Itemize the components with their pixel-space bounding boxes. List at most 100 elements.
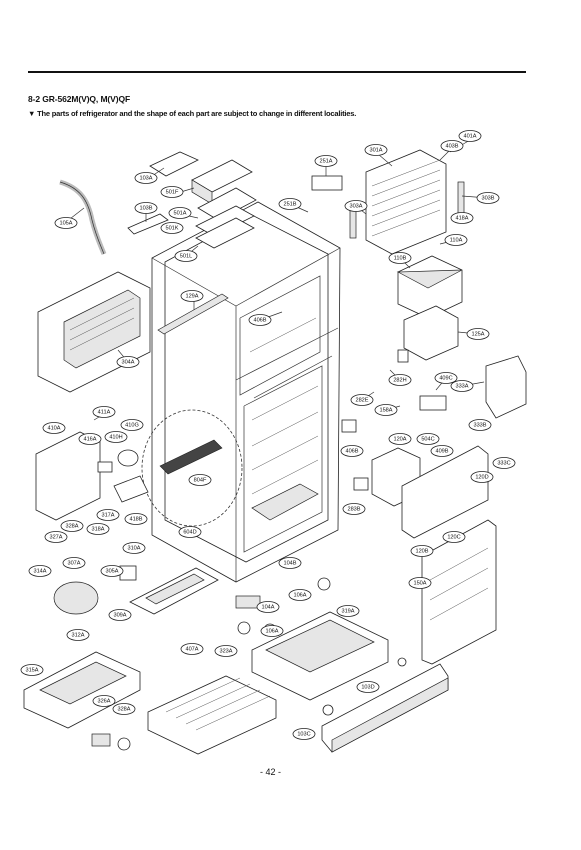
part-label: 309A: [108, 609, 132, 621]
part-label-text: 318A: [91, 526, 104, 532]
part-label: 282E: [350, 394, 374, 406]
part-label-text: 319A: [341, 608, 354, 614]
part-label-text: 406B: [345, 448, 358, 454]
part-label: 410H: [104, 431, 128, 443]
part-label: 312A: [66, 629, 90, 641]
part-label-text: 804F: [194, 477, 207, 483]
detail-circle: [141, 409, 243, 527]
part-label: 251A: [314, 155, 338, 167]
front-panel: [321, 663, 449, 753]
part-label: 401A: [458, 130, 482, 142]
part-label-text: 333B: [473, 422, 486, 428]
mech-parts: [371, 355, 527, 665]
part-label-text: 304A: [121, 359, 134, 365]
part-label: 317A: [96, 509, 120, 521]
part-label-text: 104B: [283, 560, 296, 566]
part-label-text: 251B: [283, 201, 296, 207]
part-label-text: 604D: [183, 529, 196, 535]
part-label: 327A: [44, 531, 68, 543]
part-label-text: 327A: [49, 534, 62, 540]
part-label-text: 328A: [65, 523, 78, 529]
shelf-129a: [157, 293, 229, 335]
part-label: 403B: [440, 140, 464, 152]
part-label: 416A: [78, 433, 102, 445]
part-label: 328A: [112, 703, 136, 715]
part-label-text: 120A: [393, 436, 406, 442]
part-label-text: 310A: [127, 545, 140, 551]
part-label-text: 504C: [421, 436, 434, 442]
part-label-text: 501A: [173, 210, 186, 216]
part-label-text: 103A: [139, 175, 152, 181]
part-label-text: 110A: [450, 237, 463, 243]
part-label-text: 333C: [497, 460, 510, 466]
part-label: 106A: [288, 589, 312, 601]
top-control-assembly: [127, 151, 257, 249]
part-label-text: 409B: [435, 448, 448, 454]
part-label: 333B: [468, 419, 492, 431]
part-label: 120C: [442, 531, 466, 543]
section-note: ▼ The parts of refrigerator and the shap…: [28, 109, 357, 118]
part-120b: [401, 445, 489, 539]
part-label: 120B: [410, 545, 434, 557]
part-label-text: 418B: [129, 516, 142, 522]
part-label-text: 251A: [319, 158, 332, 164]
small-parts: [91, 175, 447, 751]
part-label-text: 406B: [253, 317, 266, 323]
part-label-text: 120B: [415, 548, 428, 554]
part-label-text: 410H: [109, 434, 122, 440]
part-label-text: 312A: [71, 632, 84, 638]
part-label-text: 282H: [393, 377, 406, 383]
part-label: 103B: [134, 202, 158, 214]
part-label: 333A: [450, 380, 474, 392]
part-label-text: 410G: [125, 422, 139, 428]
part-label-text: 323A: [219, 648, 232, 654]
part-label-text: 104A: [261, 604, 274, 610]
part-label: 804F: [188, 474, 212, 486]
part-label: 150A: [408, 577, 432, 589]
part-label-text: 120C: [447, 534, 460, 540]
part-label: 303B: [476, 192, 500, 204]
part-label-text: 125A: [471, 331, 484, 337]
compressor: [53, 581, 99, 615]
part-label: 120A: [388, 433, 412, 445]
part-label: 103D: [356, 681, 380, 693]
part-label-text: 106A: [265, 628, 278, 634]
part-label-text: 129A: [185, 293, 198, 299]
part-label-text: 105A: [59, 220, 72, 226]
part-label: 129A: [180, 290, 204, 302]
part-label: 104B: [278, 557, 302, 569]
part-label-text: 120D: [475, 474, 488, 480]
part-label: 410A: [42, 422, 66, 434]
part-label: 501L: [174, 250, 198, 262]
part-label-text: 103C: [297, 731, 310, 737]
part-label-text: 501K: [165, 225, 178, 231]
part-label: 323A: [214, 645, 238, 657]
part-label: 504C: [416, 433, 440, 445]
part-label: 120D: [470, 471, 494, 483]
part-label: 110A: [444, 234, 468, 246]
part-label: 110B: [388, 252, 412, 264]
rear-cover: [37, 271, 151, 393]
part-label: 106A: [260, 625, 284, 637]
part-label-text: 305A: [105, 568, 118, 574]
part-label-text: 103B: [139, 205, 152, 211]
part-label-text: 106A: [293, 592, 306, 598]
bottom-grille: [147, 675, 277, 755]
part-label-text: 410A: [47, 425, 60, 431]
part-label: 409C: [434, 372, 458, 384]
part-label: 411A: [92, 406, 116, 418]
part-label-text: 303B: [481, 195, 494, 201]
part-label-text: 307A: [67, 560, 80, 566]
part-label: 406B: [340, 445, 364, 457]
part-label-text: 283B: [347, 506, 360, 512]
part-label: 104A: [256, 601, 280, 613]
part-label-text: 501F: [166, 189, 179, 195]
compressor-group: [35, 431, 149, 615]
part-150a: [421, 519, 497, 665]
part-label-text: 315A: [25, 667, 38, 673]
part-label-text: 418A: [455, 215, 468, 221]
part-label-text: 326A: [97, 698, 110, 704]
part-label-text: 309A: [113, 612, 126, 618]
